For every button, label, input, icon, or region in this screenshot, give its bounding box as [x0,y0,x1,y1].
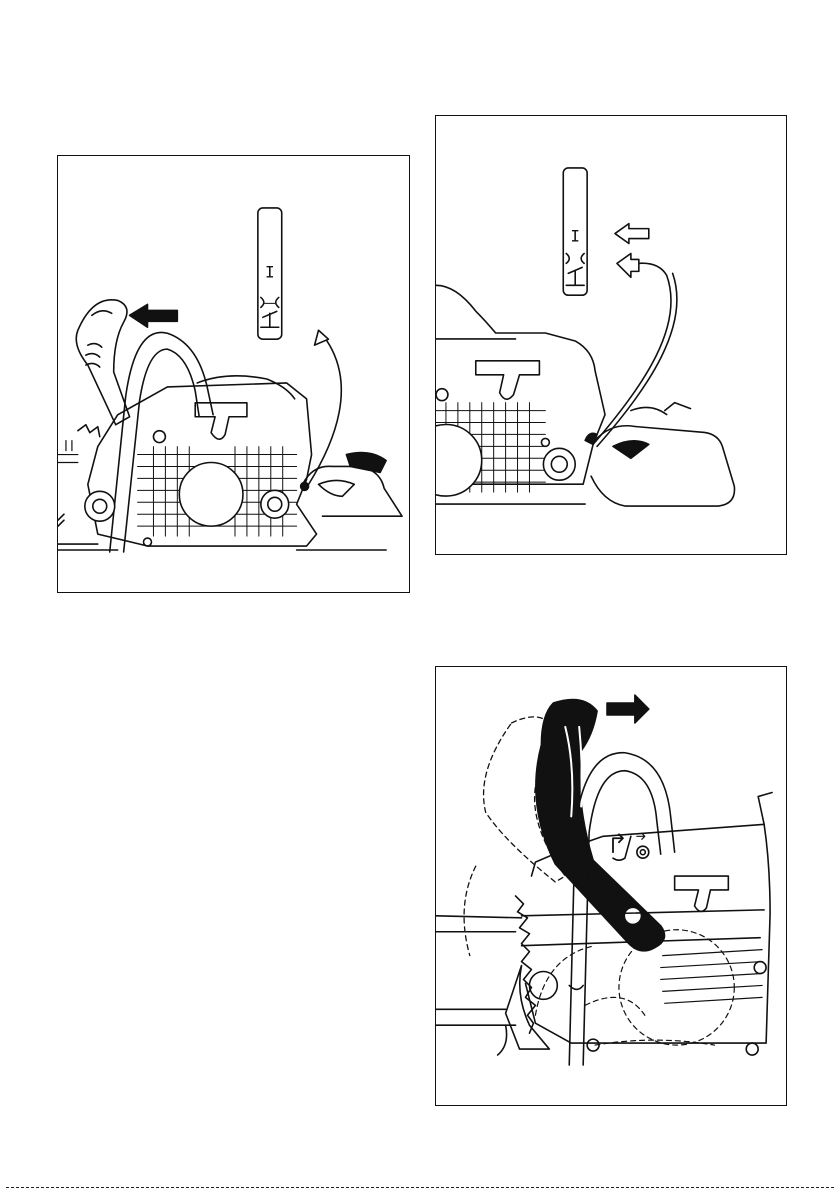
curved-arrow-icon [309,330,342,484]
engine-housing [436,285,605,504]
solid-arrow-left-icon [130,304,178,327]
control-selector-label: I [563,168,587,295]
figure-top-right: I [435,115,787,555]
selector-mark-run: I [265,263,275,282]
chain-brake-symbols [613,833,649,860]
hollow-arrow-left-icon [615,224,649,244]
curved-arrow-icon [593,253,677,446]
chainsaw-side-view-illustration: I [436,116,786,554]
page-bottom-rule [6,1187,834,1188]
figure-bottom-right [435,666,787,1106]
rear-handle [585,403,734,506]
chainsaw-front-view-illustration: I [58,156,409,592]
control-selector-label: I [258,208,282,339]
solid-arrow-right-icon [607,695,649,723]
hand-guard [76,300,129,425]
chainsaw-chain-brake-illustration [436,667,786,1105]
selector-mark-run: I [570,227,580,246]
rear-handle [297,453,402,550]
figure-top-left: I [57,155,410,593]
